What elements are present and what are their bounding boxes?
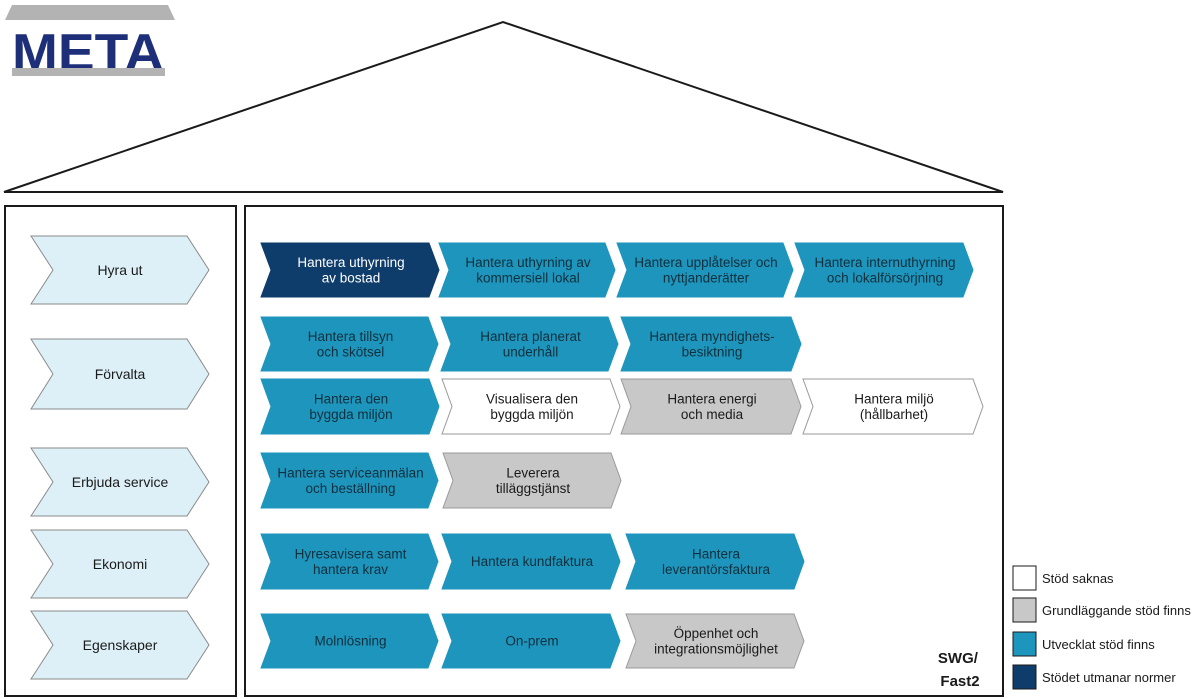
legend-swatch (1012, 565, 1037, 591)
category-arrow: Erbjuda service (30, 447, 210, 517)
legend-label: Stödet utmanar normer (1042, 670, 1176, 685)
process-arrow: Hantera myndighets-besiktning (620, 316, 802, 372)
process-panel (244, 205, 1004, 697)
process-arrow-shape (441, 533, 621, 590)
legend-label: Stöd saknas (1042, 571, 1114, 586)
process-arrow-shape (802, 378, 984, 435)
process-arrow-shape (260, 378, 440, 435)
category-arrow: Egenskaper (30, 610, 210, 680)
legend-label: Utvecklat stöd finns (1042, 637, 1155, 652)
category-arrow-shape (30, 529, 210, 599)
process-arrow-shape (260, 533, 439, 590)
process-arrow-shape (441, 378, 621, 435)
process-arrow-shape (625, 613, 805, 669)
category-arrow-shape (30, 338, 210, 410)
corner-label: SWG/ Fast2 (938, 650, 982, 690)
process-arrow-shape (260, 242, 440, 298)
process-arrow-shape (616, 242, 794, 298)
process-arrow-shape (620, 316, 802, 372)
legend-label: Grundläggande stöd finns (1042, 603, 1191, 618)
process-arrow: On-prem (441, 613, 621, 669)
category-panel (4, 205, 237, 697)
corner-label-line-2: Fast2 (940, 673, 979, 690)
process-arrow-shape (260, 316, 439, 372)
process-arrow-shape (794, 242, 974, 298)
logo-roof-shape (5, 5, 175, 20)
house-roof (3, 20, 1004, 193)
category-arrow: Ekonomi (30, 529, 210, 599)
category-arrow-shape (30, 610, 210, 680)
category-arrow: Hyra ut (30, 235, 210, 305)
process-arrow-shape (260, 613, 439, 669)
legend-item: Stöd saknas (1012, 565, 1114, 591)
meta-logo: META (5, 5, 175, 82)
legend-swatch (1012, 597, 1037, 623)
process-arrow-shape (260, 452, 439, 509)
process-arrow-shape (438, 242, 616, 298)
process-arrow-shape (441, 613, 621, 669)
process-arrow-shape (625, 533, 805, 590)
logo-underline (12, 68, 165, 76)
category-arrow-shape (30, 235, 210, 305)
legend-item: Utvecklat stöd finns (1012, 631, 1155, 657)
category-arrow-shape (30, 447, 210, 517)
legend-swatch (1012, 631, 1037, 657)
process-arrow-shape (440, 316, 619, 372)
process-arrow: Hantera miljö(hållbarhet) (802, 378, 984, 435)
process-arrow-shape (442, 452, 622, 509)
process-arrow: Molnlösning (260, 613, 439, 669)
process-arrow: Hantera kundfaktura (441, 533, 621, 590)
category-arrow: Förvalta (30, 338, 210, 410)
corner-label-line-1: SWG/ (938, 650, 979, 667)
legend-item: Stödet utmanar normer (1012, 664, 1176, 690)
legend-item: Grundläggande stöd finns (1012, 597, 1191, 623)
process-arrow-shape (620, 378, 802, 435)
legend-swatch (1012, 664, 1037, 690)
